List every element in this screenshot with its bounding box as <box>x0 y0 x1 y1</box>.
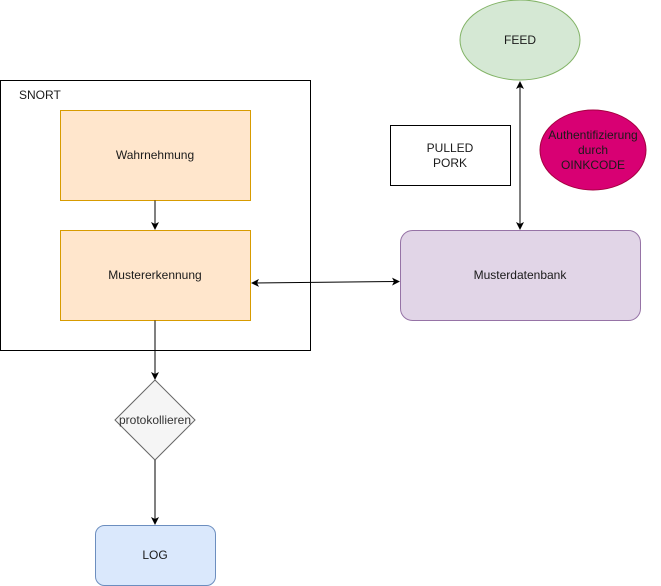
node-feed[interactable]: FEED <box>459 0 581 81</box>
node-auth-oinkcode[interactable]: Authentifizierung durch OINKCODE <box>539 109 647 191</box>
feed-label: FEED <box>504 33 536 47</box>
pulled-pork-line2: PORK <box>433 156 467 170</box>
auth-line3: OINKCODE <box>561 158 625 172</box>
auth-line2: durch <box>578 143 608 157</box>
protokollieren-label: protokollieren <box>119 413 191 427</box>
node-musterdatenbank[interactable]: Musterdatenbank <box>400 230 641 321</box>
log-label: LOG <box>142 548 167 562</box>
wahrnehmung-label: Wahrnehmung <box>116 148 194 162</box>
snort-label: SNORT <box>19 88 61 102</box>
node-mustererkennung[interactable]: Mustererkennung <box>60 230 251 321</box>
node-protokollieren[interactable]: protokollieren <box>114 379 196 461</box>
node-wahrnehmung[interactable]: Wahrnehmung <box>60 110 251 201</box>
pulled-pork-line1: PULLED <box>427 141 474 155</box>
node-pulled-pork[interactable]: PULLED PORK <box>390 125 511 186</box>
musterdatenbank-label: Musterdatenbank <box>474 268 568 282</box>
auth-line1: Authentifizierung <box>548 128 637 142</box>
mustererkennung-label: Mustererkennung <box>108 268 201 282</box>
node-log[interactable]: LOG <box>95 525 216 586</box>
edge-mustererkennung-musterdatenbank[interactable] <box>251 277 400 287</box>
